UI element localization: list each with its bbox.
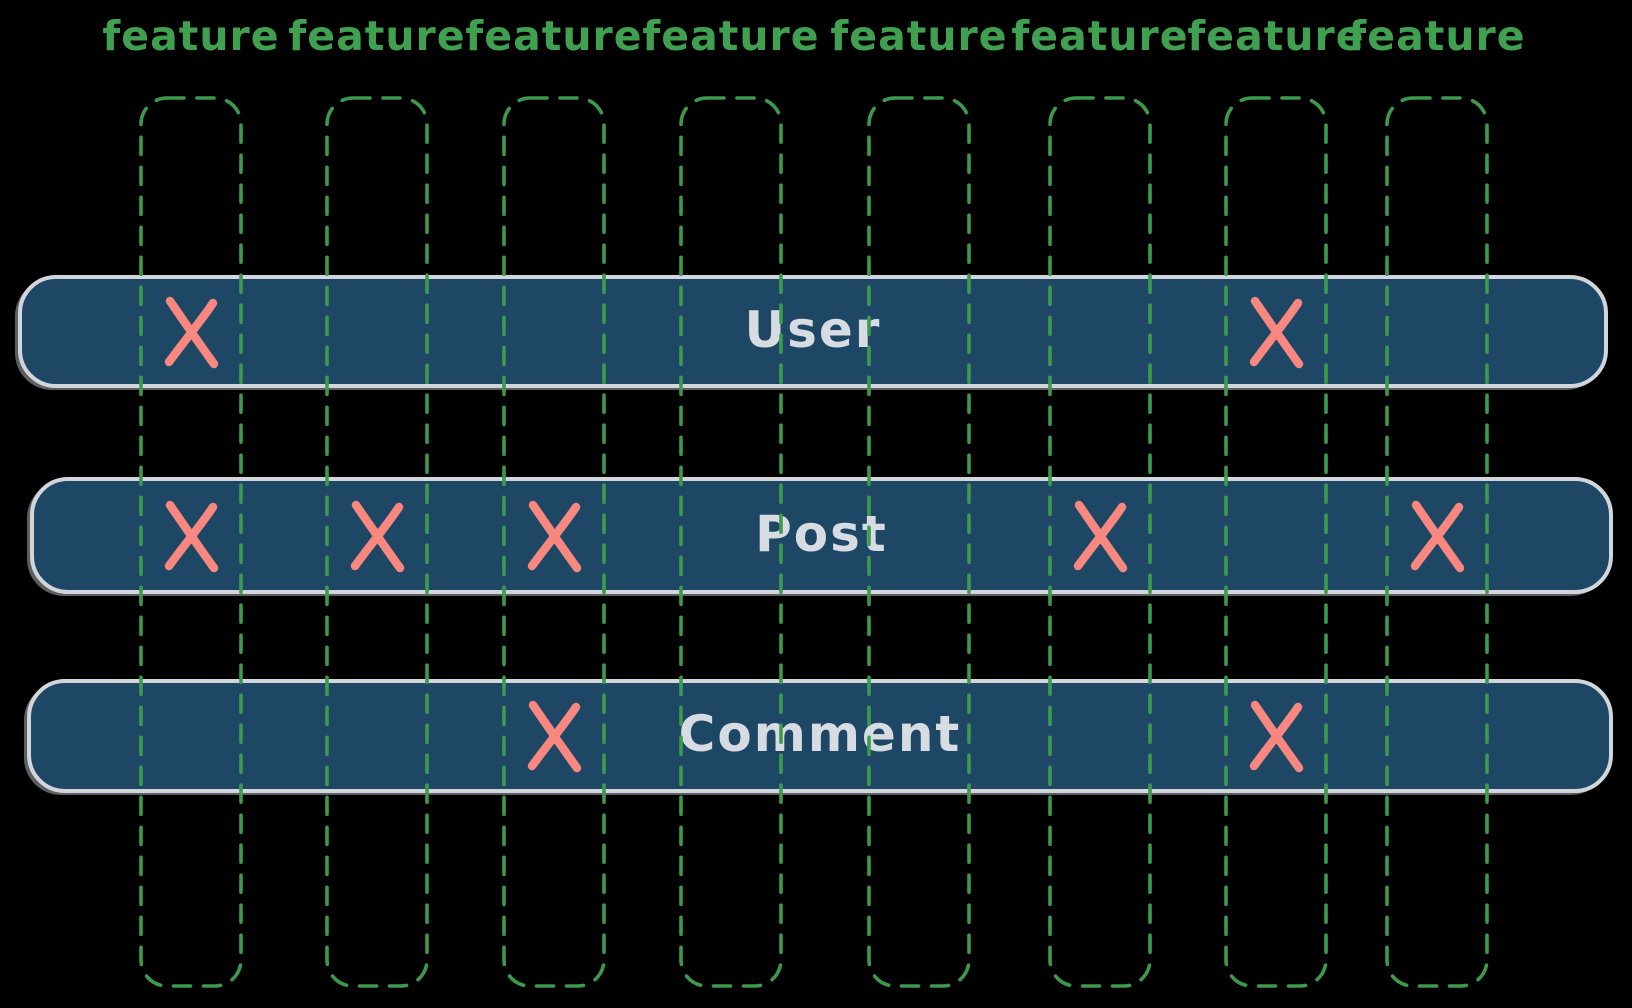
x-mark	[1249, 700, 1304, 773]
entity-bar-user: User	[18, 275, 1608, 388]
feature-column-label: feature	[1187, 12, 1365, 60]
feature-column-label: feature	[642, 12, 820, 60]
feature-column	[139, 96, 243, 988]
feature-column	[867, 96, 971, 988]
x-mark	[164, 296, 219, 368]
x-mark	[527, 500, 582, 572]
feature-column	[325, 96, 429, 988]
x-mark	[350, 500, 405, 572]
feature-column-label: feature	[465, 12, 643, 60]
feature-column-label: feature	[830, 12, 1008, 60]
entity-bar-label: User	[744, 300, 882, 359]
feature-column-label: feature	[1348, 12, 1526, 60]
entity-bar-post: Post	[30, 477, 1613, 594]
feature-column	[1224, 96, 1328, 988]
x-mark	[164, 500, 219, 572]
x-mark	[527, 700, 582, 773]
feature-column	[502, 96, 606, 988]
feature-column	[1385, 96, 1489, 988]
feature-column	[679, 96, 783, 988]
entity-bar-label: Comment	[678, 705, 962, 763]
feature-column-label: feature	[102, 12, 280, 60]
entity-bar-comment: Comment	[27, 679, 1613, 793]
feature-column	[1048, 96, 1152, 988]
entity-bar-label: Post	[755, 504, 888, 563]
x-mark	[1249, 296, 1304, 368]
feature-column-label: feature	[288, 12, 466, 60]
x-mark	[1410, 500, 1465, 572]
feature-column-label: feature	[1011, 12, 1189, 60]
x-mark	[1073, 500, 1128, 572]
